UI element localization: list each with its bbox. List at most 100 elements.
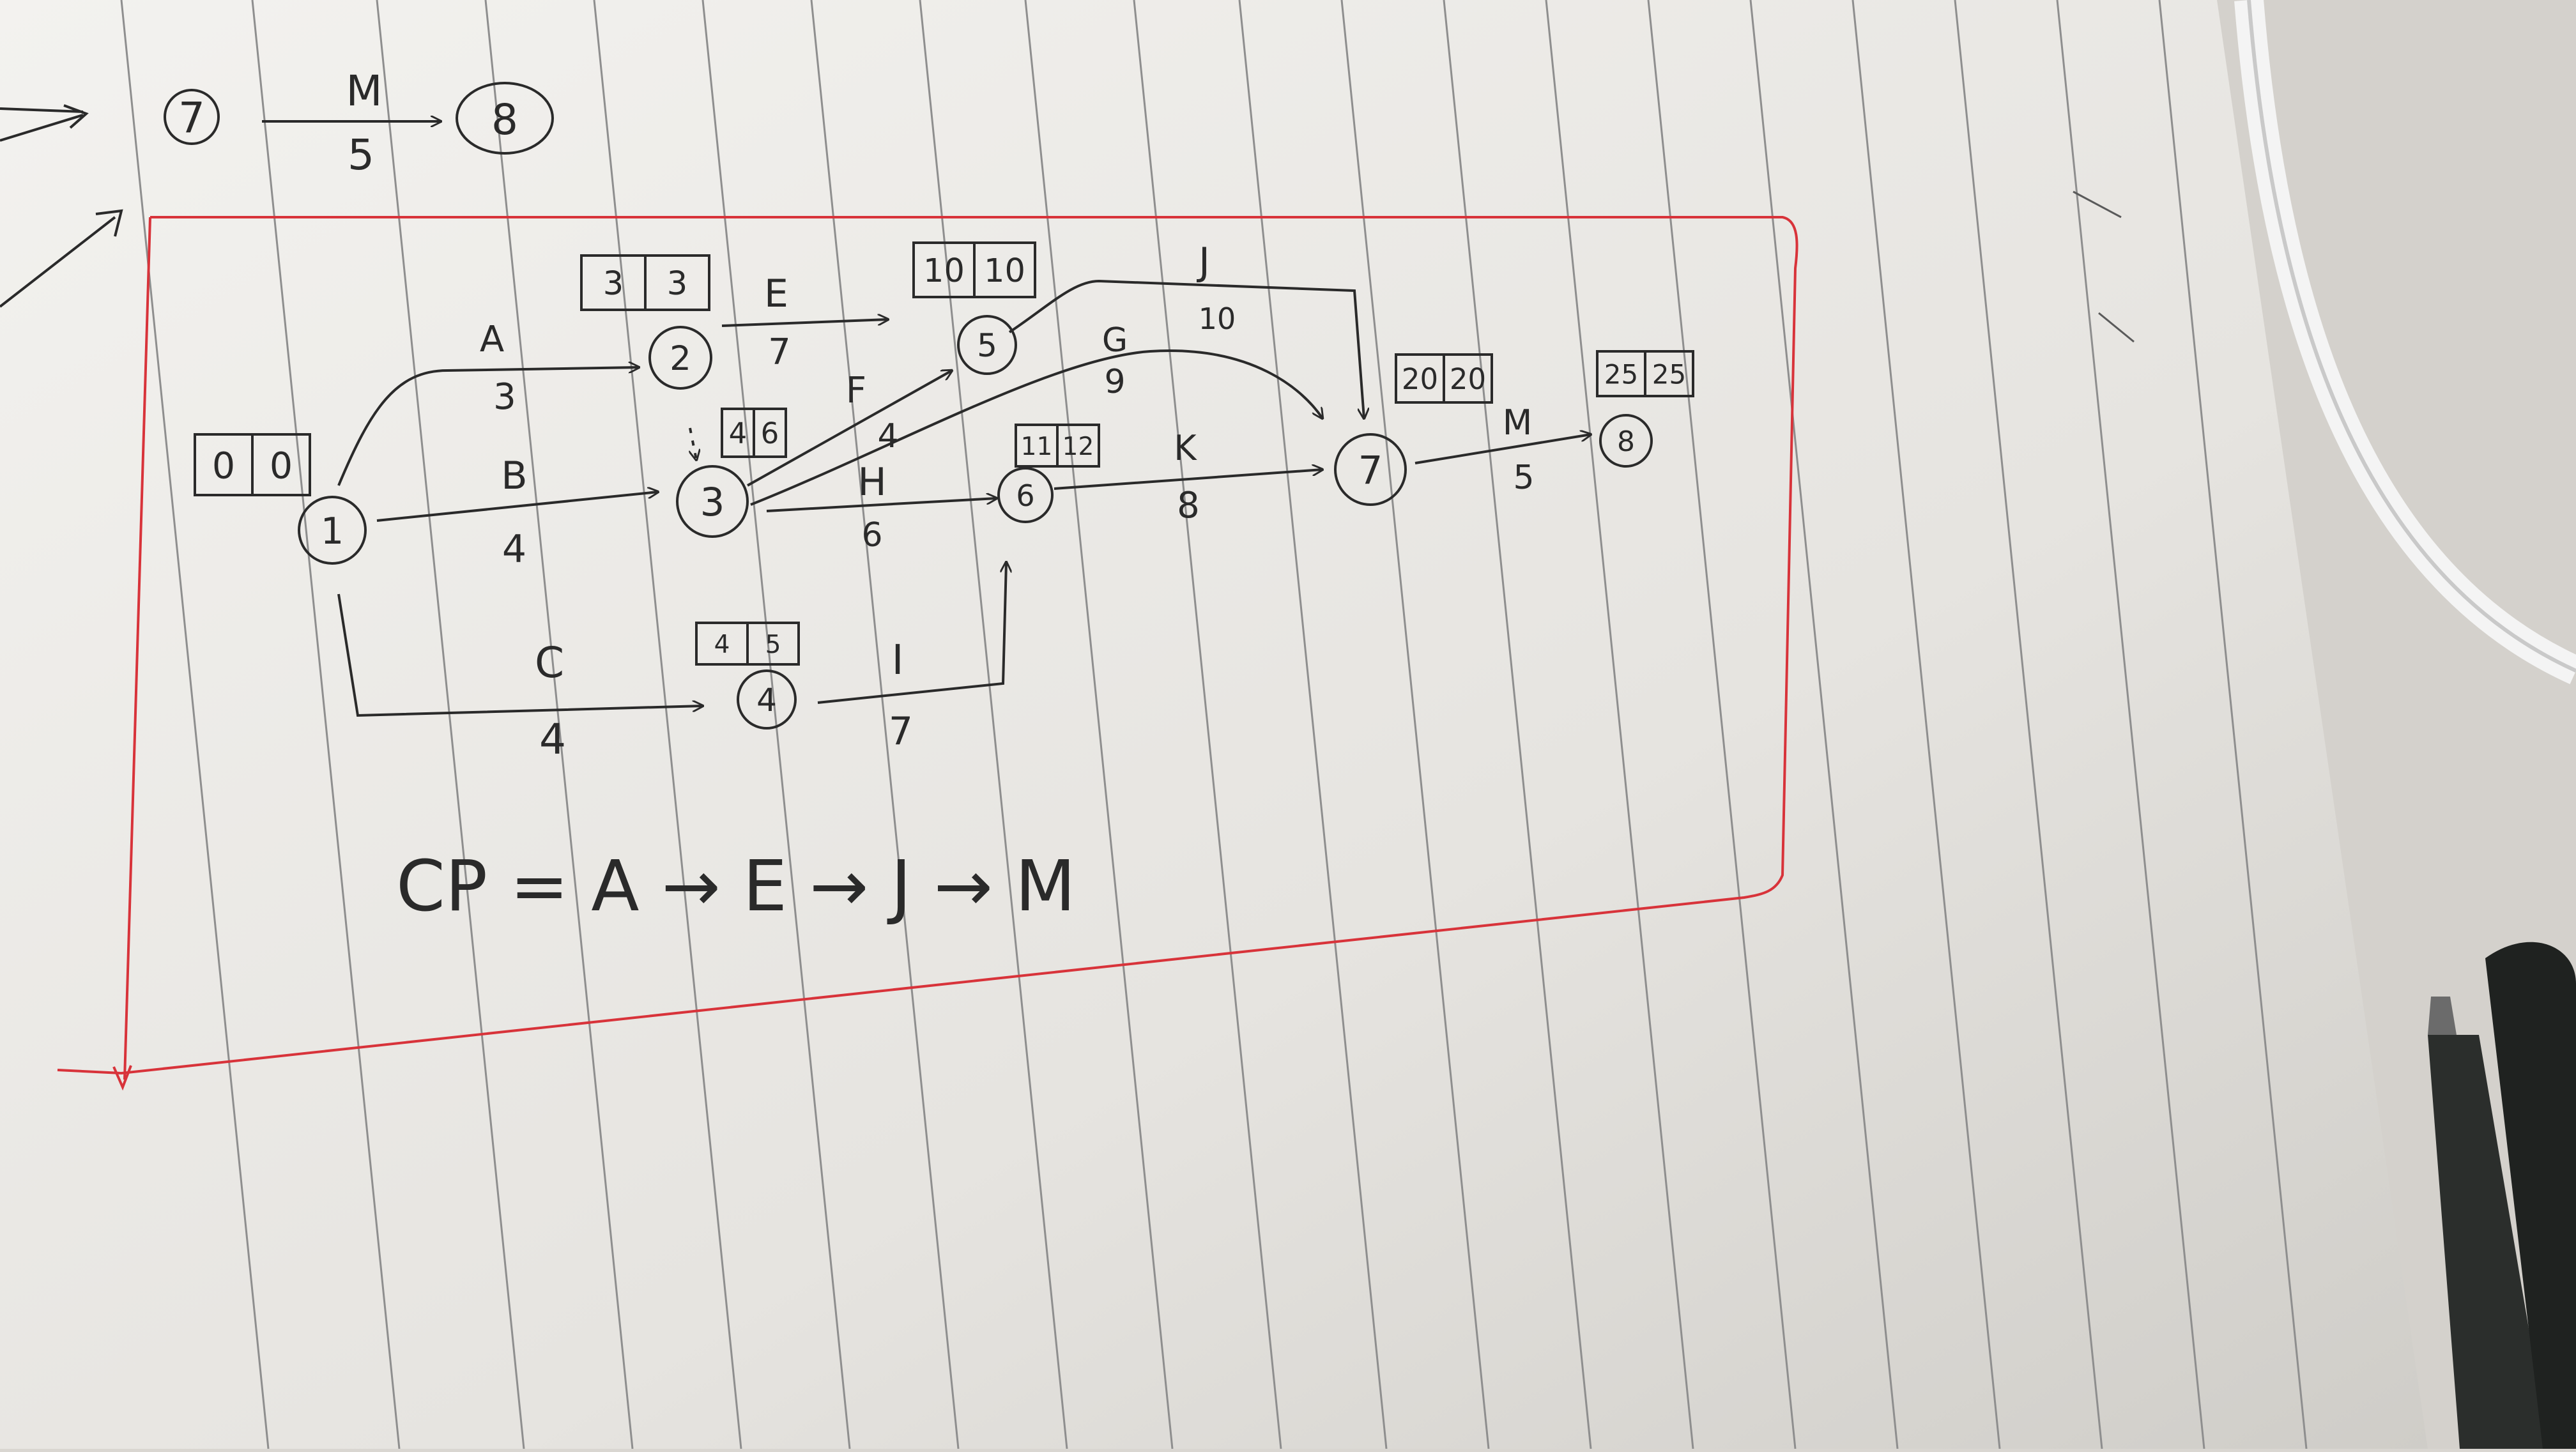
activity-label-K: K: [1174, 428, 1197, 468]
node-number: 6: [1016, 478, 1034, 513]
activity-label-I: I: [892, 637, 904, 684]
ruled-line: [1749, 0, 1899, 1449]
paper-sheet: [0, 0, 2428, 1449]
edge-I: [817, 562, 1006, 704]
activity-duration-G: 9: [1104, 363, 1125, 401]
ruled-line: [376, 0, 525, 1449]
late-start: 12: [1062, 432, 1094, 461]
edge-J: [1008, 279, 1364, 418]
top-fragment: 7 M 5 8: [0, 66, 554, 308]
node-number: 7: [1358, 448, 1383, 493]
node-circle: [1599, 414, 1653, 468]
activity-label-H: H: [857, 460, 886, 505]
ruled-line: [1024, 0, 1174, 1449]
early-start: 3: [603, 265, 624, 303]
activity-duration-K: 8: [1177, 485, 1200, 526]
activity-label-A: A: [480, 319, 504, 360]
node-6: 6 11 12: [997, 424, 1100, 523]
red-arrowhead: [112, 1065, 132, 1091]
node-number: 1: [321, 510, 344, 553]
ruled-line: [593, 0, 742, 1449]
edge-G: [750, 349, 1322, 506]
activity-duration-H: 6: [861, 516, 882, 554]
edges: [337, 279, 1591, 717]
early-start: 20: [1402, 362, 1438, 396]
node-2: 2 3 3: [580, 254, 712, 390]
cable-edge: [2247, 0, 2576, 673]
edge-F: [747, 371, 952, 487]
edge-K: [1054, 470, 1322, 490]
edge-H: [766, 498, 997, 512]
late-start: 6: [761, 416, 779, 450]
node-circle: [676, 465, 749, 538]
early-start: 25: [1604, 358, 1638, 390]
ruled-line: [2158, 0, 2308, 1449]
edge-C: [337, 593, 703, 717]
early-start: 0: [212, 445, 235, 487]
edge-A: [337, 367, 639, 486]
node-circle: [737, 669, 797, 730]
activity-duration-A: 3: [493, 376, 516, 418]
late-start: 5: [765, 630, 781, 659]
early-start: 11: [1021, 432, 1053, 461]
early-start: 4: [729, 416, 747, 450]
ruled-line: [484, 0, 634, 1449]
activity-duration-F: 4: [877, 417, 898, 455]
node-5: 5 10 10: [912, 241, 1036, 375]
node-number: 8: [1617, 425, 1635, 458]
ruled-line: [1133, 0, 1282, 1449]
node-circle: [997, 467, 1054, 523]
ruled-lines: [120, 0, 2308, 1449]
edge-M: [1414, 434, 1591, 464]
edge-E: [721, 319, 888, 327]
node-circle: [456, 82, 554, 155]
node-number: 3: [700, 480, 725, 525]
late-start: 10: [984, 252, 1025, 290]
node-number: 5: [977, 327, 997, 364]
node-number: 2: [670, 339, 691, 378]
node-circle: [298, 496, 367, 565]
early-start: 4: [714, 630, 730, 659]
edge-B: [376, 492, 658, 522]
ruled-line: [1545, 0, 1694, 1449]
activity-label-B: B: [501, 454, 527, 498]
node-circle: [1334, 433, 1407, 506]
early-start: 10: [923, 252, 965, 290]
ruled-line: [1647, 0, 1797, 1449]
activity-label-E: E: [764, 271, 788, 316]
ruled-line: [1851, 0, 2001, 1449]
ruled-line: [120, 0, 270, 1449]
node-label: 7: [178, 93, 205, 142]
activity-duration-I: 7: [889, 709, 913, 754]
ruled-line: [1954, 0, 2103, 1449]
late-start: 0: [270, 445, 293, 487]
ruled-line: [2056, 0, 2205, 1449]
node-circle: [648, 326, 712, 390]
activity-label-C: C: [535, 638, 564, 687]
margin-marks: [2073, 190, 2135, 343]
node-label: 8: [491, 95, 518, 144]
activity-duration-C: 4: [539, 715, 566, 764]
activity-duration: 5: [348, 130, 374, 180]
late-start: 20: [1450, 362, 1486, 396]
ruled-line: [251, 0, 401, 1449]
red-outline: [57, 216, 1798, 1075]
activity-label: M: [346, 66, 383, 116]
late-start: 3: [667, 265, 687, 303]
ruled-line: [1340, 0, 1490, 1449]
activity-label-F: F: [846, 370, 866, 411]
ruled-line: [702, 0, 851, 1449]
red-outline-left: [123, 217, 151, 1080]
ruled-line: [1238, 0, 1388, 1449]
activity-label-J: J: [1196, 240, 1210, 284]
activity-duration-E: 7: [768, 332, 791, 373]
activity-duration-J: 10: [1199, 302, 1236, 336]
activity-label-M: M: [1503, 402, 1533, 443]
